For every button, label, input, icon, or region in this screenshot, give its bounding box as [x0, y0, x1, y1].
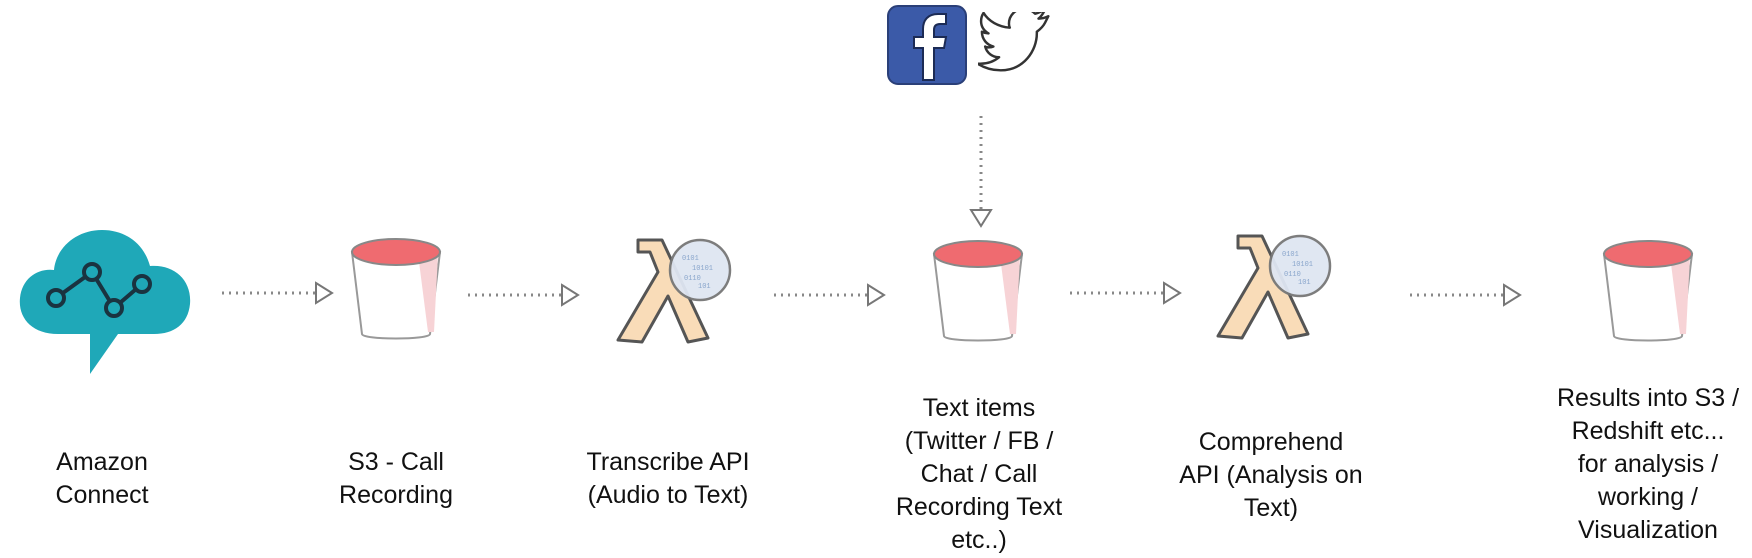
label-line: Chat / Call	[920, 460, 1038, 488]
edge-text-items-to-comprehend	[1070, 280, 1182, 306]
s3-bucket-icon	[932, 240, 1024, 342]
s3-bucket-icon	[350, 238, 442, 340]
twitter-source	[978, 12, 1058, 82]
svg-text:10101: 10101	[692, 265, 713, 273]
amazon-connect-cloud-icon	[19, 230, 191, 374]
label-line: for analysis /	[1577, 450, 1719, 478]
label-line: API (Analysis on	[1179, 461, 1363, 489]
label-line: etc..)	[951, 526, 1007, 554]
svg-text:0101: 0101	[1282, 251, 1299, 259]
label-line: Recording Text	[895, 493, 1063, 521]
svg-text:101: 101	[698, 283, 711, 291]
label-line: Redshift etc...	[1571, 417, 1725, 445]
edge-connect-to-s3	[222, 280, 334, 306]
svg-text:0110: 0110	[684, 275, 701, 283]
label-line: Recording	[339, 481, 453, 509]
amazon-connect-node	[18, 222, 194, 378]
label-line: Text items	[922, 394, 1036, 422]
label-line: Comprehend	[1198, 428, 1344, 456]
s3-bucket-icon	[1602, 240, 1694, 342]
svg-text:0101: 0101	[682, 255, 699, 263]
results-node	[1600, 238, 1696, 344]
label-line: S3 - Call	[348, 448, 444, 476]
label-line: Text)	[1243, 494, 1299, 522]
s3-call-recording-node	[348, 236, 444, 342]
text-items-node	[930, 238, 1026, 344]
svg-text:0110: 0110	[1284, 271, 1301, 279]
edge-transcribe-to-text-items	[774, 282, 886, 308]
svg-text:101: 101	[1298, 279, 1311, 287]
edge-comprehend-to-results	[1410, 282, 1522, 308]
edge-social-to-text-items	[968, 116, 994, 230]
label-line: working /	[1597, 483, 1699, 511]
facebook-icon	[887, 5, 967, 85]
label-line: Results into S3 /	[1556, 384, 1740, 412]
label-line: Amazon	[56, 448, 148, 476]
label-line: Transcribe API	[586, 448, 750, 476]
label-line: Connect	[55, 481, 149, 509]
node-label-results: Results into S3 / Redshift etc... for anal…	[1528, 382, 1752, 547]
label-line: Visualization	[1578, 516, 1718, 544]
twitter-bird-icon	[978, 12, 1050, 72]
edge-s3-to-transcribe	[468, 282, 580, 308]
facebook-source	[886, 4, 968, 86]
svg-text:10101: 10101	[1292, 261, 1313, 269]
node-label-transcribe-api: Transcribe API (Audio to Text)	[560, 446, 776, 512]
label-line: (Twitter / FB /	[904, 427, 1054, 455]
label-line: (Audio to Text)	[587, 481, 749, 509]
